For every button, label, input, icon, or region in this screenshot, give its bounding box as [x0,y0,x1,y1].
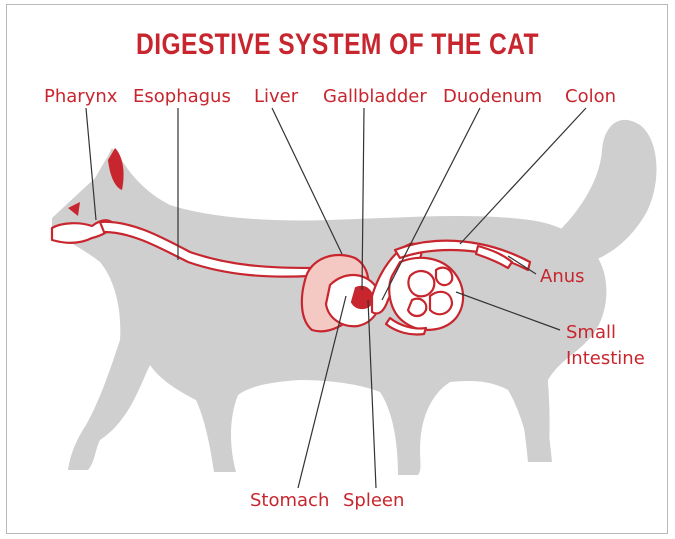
leader-gallbladder [361,107,365,291]
cat-eye [68,202,80,216]
label-small-intestine-line2: Intestine [566,348,645,369]
label-liver: Liver [254,86,299,107]
cat-back-leg [510,330,550,462]
leader-spleen [367,299,377,489]
label-anus: Anus [540,266,585,287]
diagram-title: DIGESTIVE SYSTEM OF THE CAT [136,28,539,61]
label-stomach: Stomach [250,490,330,511]
leader-stomach [297,295,347,489]
leader-anus [507,255,537,275]
leader-pharynx [85,107,97,221]
label-esophagus: Esophagus [133,86,231,107]
leader-duodenum [381,107,481,301]
leader-colon [459,107,587,245]
label-gallbladder: Gallbladder [323,86,427,107]
label-spleen: Spleen [343,490,405,511]
small-intestine-shape [384,256,465,336]
label-small-intestine-line1: Small [566,322,616,343]
digestive-tract [50,219,532,336]
colon-shape [393,239,532,272]
cat-tail [560,119,657,263]
label-pharynx: Pharynx [44,86,118,107]
leader-liver [271,107,343,255]
gallbladder-shape [350,285,374,310]
label-colon: Colon [565,86,617,107]
leader-small-intestine [455,291,561,331]
cat-ear [108,148,124,190]
rectum-shape [474,244,514,270]
leader-lines [85,107,587,489]
diagram-frame [6,4,668,534]
label-duodenum: Duodenum [443,86,543,107]
